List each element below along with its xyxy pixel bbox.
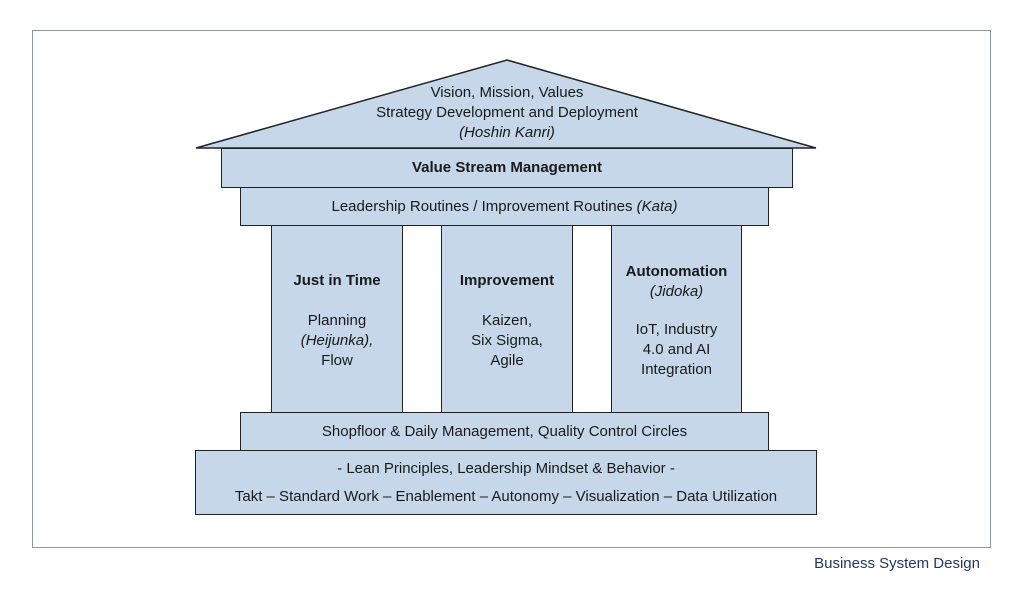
pillar-line: Six Sigma,	[471, 332, 543, 349]
value-stream-label: Value Stream Management	[411, 159, 603, 176]
pillar-title: Autonomation	[625, 263, 728, 280]
pillar-improvement: Improvement Kaizen, Six Sigma, Agile	[441, 225, 573, 413]
roof-line-1: Vision, Mission, Values	[430, 84, 584, 101]
pillar-line: Integration	[641, 361, 712, 378]
pillar-line: 4.0 and AI	[642, 341, 711, 358]
routines-text: Leadership Routines / Improvement Routin…	[331, 197, 637, 215]
base-line-1: - Lean Principles, Leadership Mindset & …	[337, 459, 675, 477]
pillar-line: Kaizen,	[481, 312, 533, 329]
pillar-subtitle: (Jidoka)	[649, 283, 704, 300]
roof-text: Vision, Mission, Values Strategy Develop…	[300, 83, 714, 143]
leadership-routines: Leadership Routines / Improvement Routin…	[240, 187, 769, 226]
value-stream-management: Value Stream Management	[221, 148, 793, 188]
pillar-line: Agile	[490, 352, 524, 369]
pillar-line: Flow	[321, 352, 353, 369]
pillar-title: Improvement	[459, 272, 555, 289]
pillar-line: (Heijunka),	[300, 332, 374, 349]
routines-label: Leadership Routines / Improvement Routin…	[331, 197, 677, 217]
pillar-just-in-time: Just in Time Planning (Heijunka), Flow	[271, 225, 403, 413]
pillar-title: Just in Time	[293, 272, 381, 289]
footer-brand: Business System Design	[814, 555, 980, 572]
routines-italic: (Kata)	[636, 197, 678, 215]
roof-line-3: (Hoshin Kanri)	[459, 124, 555, 141]
foundation-base: - Lean Principles, Leadership Mindset & …	[195, 450, 817, 515]
pillar-line: IoT, Industry	[635, 321, 718, 338]
pillar-line: Planning	[307, 312, 367, 329]
roof-line-2: Strategy Development and Deployment	[376, 104, 638, 121]
pillar-autonomation: Autonomation (Jidoka) IoT, Industry 4.0 …	[611, 225, 742, 413]
base-line-2: Takt – Standard Work – Enablement – Auto…	[234, 487, 778, 505]
diagram-frame	[32, 30, 991, 548]
shopfloor-label: Shopfloor & Daily Management, Quality Co…	[321, 422, 688, 440]
shopfloor-management: Shopfloor & Daily Management, Quality Co…	[240, 412, 769, 451]
